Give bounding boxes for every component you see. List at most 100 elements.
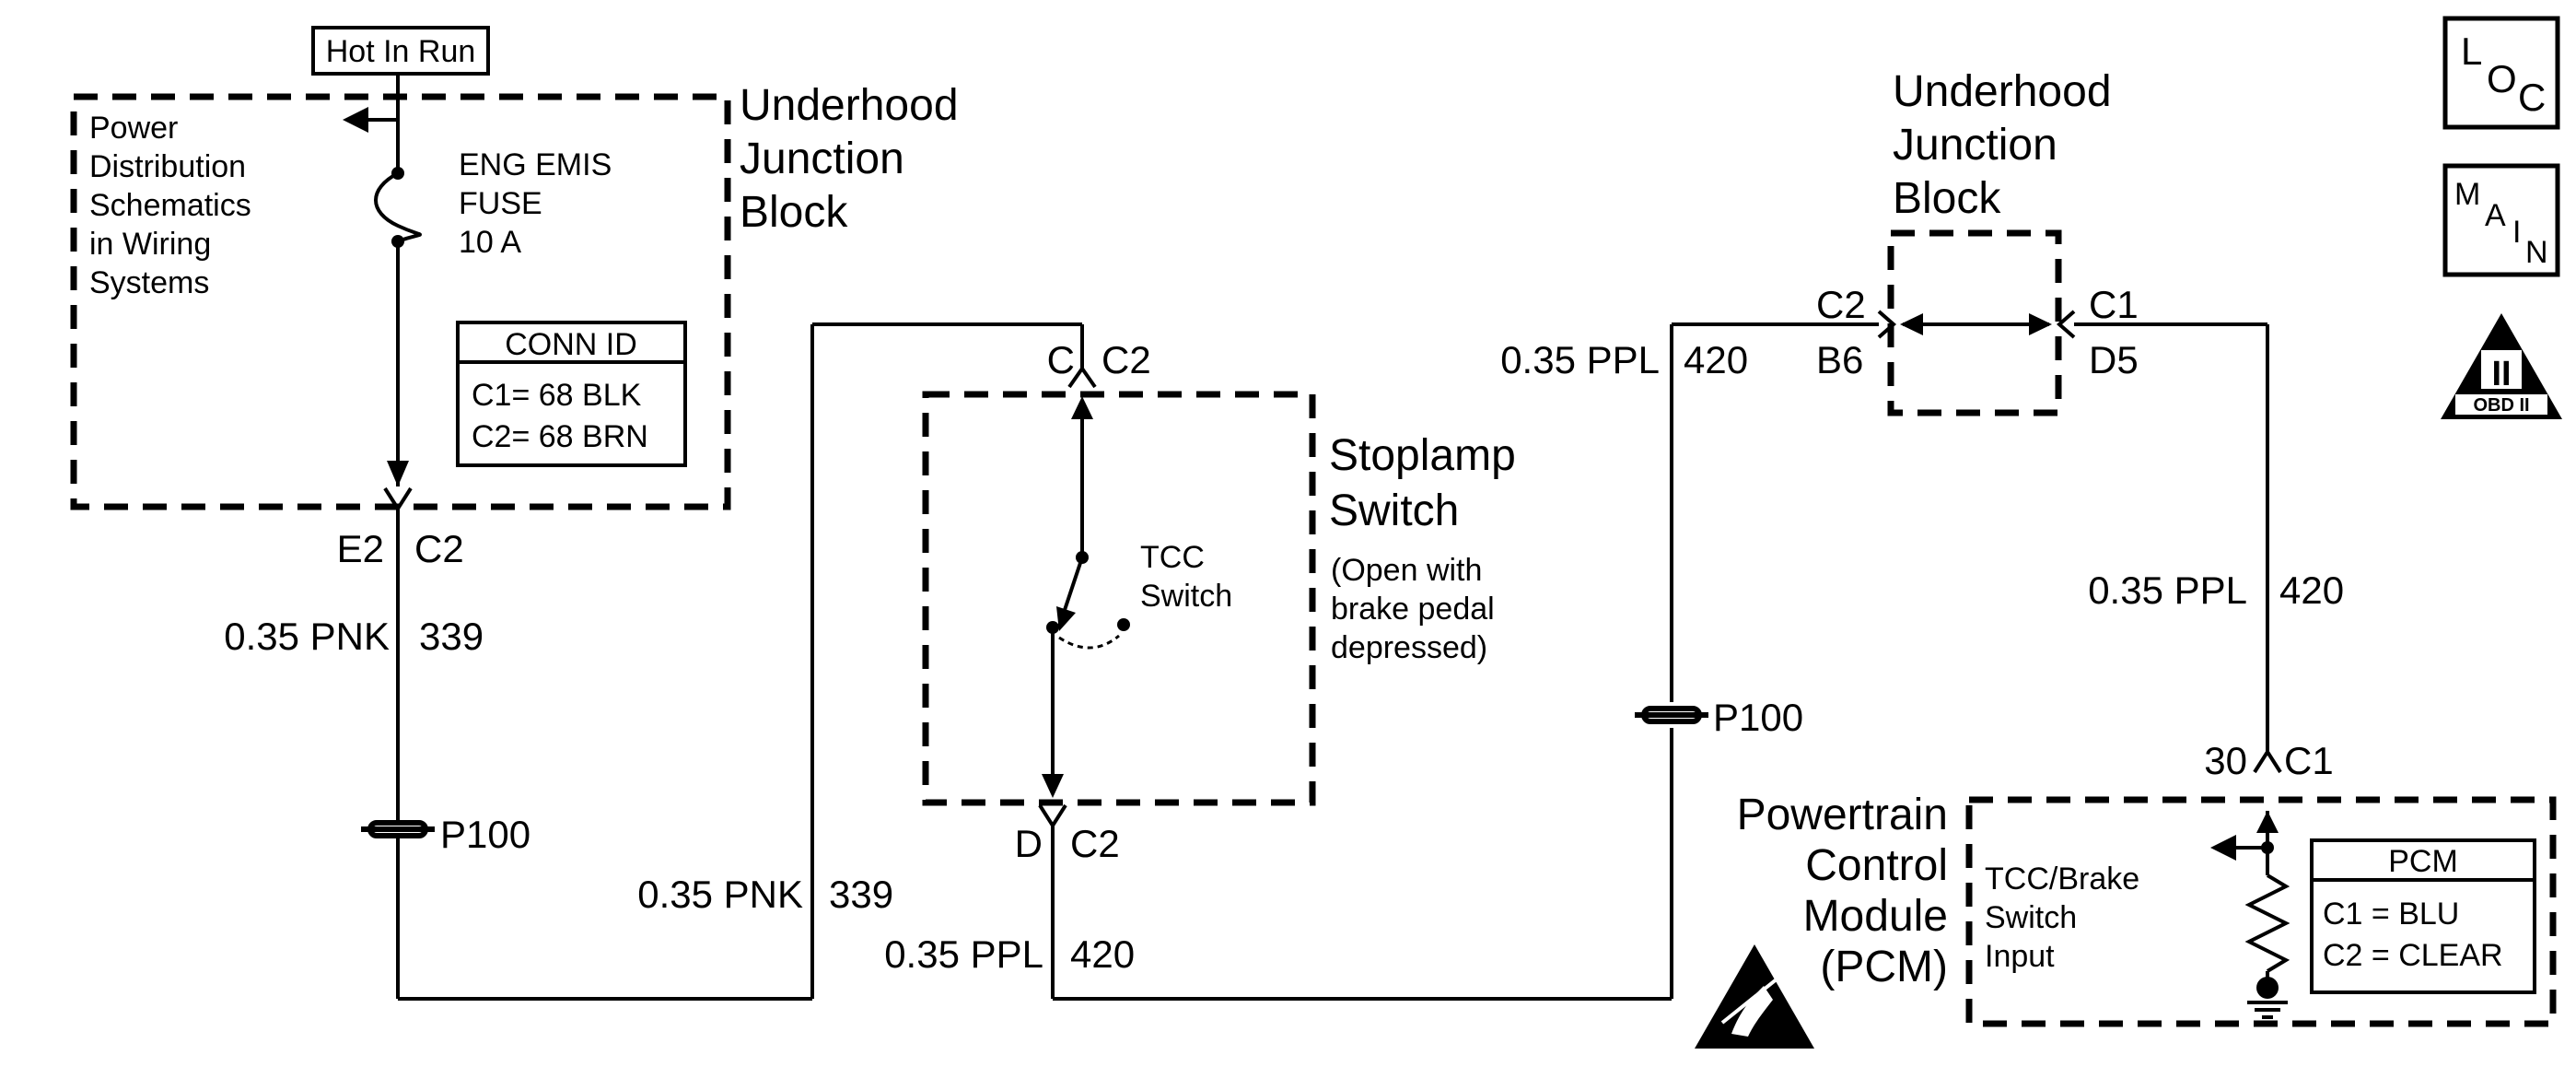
svg-text:TCC/Brake: TCC/Brake <box>1985 861 2139 897</box>
svg-text:FUSE: FUSE <box>459 186 542 221</box>
splice-p100-left: P100 <box>361 813 530 856</box>
stoplamp-switch-label: Stoplamp Switch (Open with brake pedal d… <box>1329 431 1516 665</box>
svg-text:C2: C2 <box>1102 338 1151 381</box>
tcc-switch-label: TCC Switch <box>1140 540 1232 614</box>
svg-text:B6: B6 <box>1816 338 1863 381</box>
svg-text:C2= 68 BRN: C2= 68 BRN <box>472 419 648 454</box>
svg-text:Switch: Switch <box>1140 579 1232 614</box>
down-arrow-icon-switch <box>1042 774 1064 798</box>
svg-text:M: M <box>2454 177 2480 212</box>
svg-text:N: N <box>2525 235 2548 270</box>
svg-text:420: 420 <box>1684 338 1748 381</box>
svg-text:D: D <box>1015 822 1043 865</box>
pcm-internal-circuit <box>2210 811 2290 1019</box>
svg-text:ENG EMIS: ENG EMIS <box>459 147 612 182</box>
pcm-input-label: TCC/Brake Switch Input <box>1985 861 2139 974</box>
switch-arrow-icon <box>1056 606 1076 631</box>
svg-text:339: 339 <box>419 615 484 658</box>
svg-text:Switch: Switch <box>1329 486 1459 535</box>
svg-text:Stoplamp: Stoplamp <box>1329 431 1516 480</box>
svg-text:O: O <box>2487 57 2517 100</box>
svg-text:Power: Power <box>89 111 178 146</box>
wire-420-label-upper: 0.35 PPL 420 <box>1500 338 1748 381</box>
svg-text:0.35 PPL: 0.35 PPL <box>2088 568 2247 612</box>
connector-30-c1: 30 C1 <box>2204 739 2333 782</box>
loc-icon[interactable]: L O C <box>2442 16 2560 130</box>
svg-text:L: L <box>2461 29 2482 73</box>
svg-text:C1= 68 BLK: C1= 68 BLK <box>472 378 642 413</box>
underhood-junction-block-left <box>70 93 731 510</box>
svg-text:420: 420 <box>2279 568 2344 612</box>
svg-text:Control: Control <box>1805 841 1948 890</box>
power-distribution-reference: Power Distribution Schematics in Wiring … <box>89 111 251 300</box>
svg-text:PCM: PCM <box>2388 844 2458 879</box>
pcm-label: Powertrain Control Module (PCM) <box>1737 791 1948 991</box>
fuse-label: ENG EMIS FUSE 10 A <box>459 147 612 260</box>
svg-text:Systems: Systems <box>89 265 209 300</box>
svg-text:Hot In Run: Hot In Run <box>326 34 476 69</box>
connector-c-c2-top: C C2 <box>1047 338 1151 389</box>
connector-e2-c2: E2 C2 <box>337 486 464 570</box>
wire-339-label-left: 0.35 PNK 339 <box>224 615 484 658</box>
svg-text:II: II <box>2491 355 2511 393</box>
pcm-box <box>1965 796 2557 1027</box>
svg-text:0.35 PNK: 0.35 PNK <box>637 873 803 916</box>
svg-text:A: A <box>2485 198 2506 233</box>
svg-text:Module: Module <box>1803 892 1948 941</box>
svg-text:E2: E2 <box>337 527 384 570</box>
switch-contact-open <box>1117 618 1130 631</box>
ujb-right-label: Underhood Junction Block <box>1893 67 2112 223</box>
svg-text:(PCM): (PCM) <box>1820 943 1948 991</box>
stoplamp-switch-box <box>922 391 1316 806</box>
wire-339-label-mid: 0.35 PNK 339 <box>637 873 893 916</box>
esd-warning-icon <box>1695 944 1814 1049</box>
power-arrow-icon <box>343 107 398 133</box>
svg-text:C2: C2 <box>1070 822 1120 865</box>
wire-420-label-bottom: 0.35 PPL 420 <box>884 932 1135 976</box>
wire-420-label-right: 0.35 PPL 420 <box>2088 568 2344 612</box>
svg-text:30: 30 <box>2204 739 2247 782</box>
obd-ii-icon[interactable]: II OBD II <box>2441 313 2562 419</box>
svg-text:D5: D5 <box>2089 338 2139 381</box>
main-icon[interactable]: M A I N <box>2442 163 2560 277</box>
svg-text:C: C <box>2518 76 2546 119</box>
svg-text:depressed): depressed) <box>1331 630 1487 665</box>
svg-text:Switch: Switch <box>1985 900 2077 935</box>
connector-c2-b6: C2 B6 <box>1816 283 1897 381</box>
ujb-internal-link <box>1900 313 2052 335</box>
svg-text:Input: Input <box>1985 939 2055 974</box>
svg-text:TCC: TCC <box>1140 540 1205 575</box>
svg-text:C1: C1 <box>2284 739 2334 782</box>
hot-in-run-label: Hot In Run <box>311 26 490 76</box>
underhood-junction-block-right <box>1887 229 2062 416</box>
svg-text:CONN ID: CONN ID <box>505 327 637 362</box>
svg-text:Underhood: Underhood <box>1893 67 2112 116</box>
svg-text:420: 420 <box>1070 932 1135 976</box>
svg-text:10 A: 10 A <box>459 225 521 260</box>
svg-text:Junction: Junction <box>1893 121 2057 170</box>
svg-text:Underhood: Underhood <box>740 81 959 130</box>
svg-text:Junction: Junction <box>740 135 904 183</box>
svg-text:0.35 PNK: 0.35 PNK <box>224 615 390 658</box>
svg-text:0.35 PPL: 0.35 PPL <box>1500 338 1660 381</box>
svg-text:OBD II: OBD II <box>2473 395 2529 416</box>
svg-text:P100: P100 <box>1713 696 1803 739</box>
svg-text:brake pedal: brake pedal <box>1331 592 1495 627</box>
svg-text:(Open with: (Open with <box>1331 553 1482 588</box>
svg-text:0.35 PPL: 0.35 PPL <box>884 932 1043 976</box>
connector-d-c2-bottom: D C2 <box>1015 803 1120 865</box>
svg-text:C2: C2 <box>414 527 464 570</box>
svg-text:C1 = BLU: C1 = BLU <box>2323 897 2459 932</box>
svg-text:Powertrain: Powertrain <box>1737 791 1948 839</box>
connector-c1-d5: C1 D5 <box>2056 283 2139 381</box>
svg-text:C2: C2 <box>1816 283 1866 326</box>
pcm-conn-table: PCM C1 = BLU C2 = CLEAR <box>2310 838 2536 994</box>
svg-text:Distribution: Distribution <box>89 149 246 184</box>
down-arrow-icon <box>387 461 409 486</box>
svg-text:I: I <box>2512 215 2521 250</box>
svg-text:P100: P100 <box>440 813 530 856</box>
switch-travel-arc <box>1058 634 1120 650</box>
svg-text:339: 339 <box>829 873 893 916</box>
splice-p100-mid: P100 <box>1635 696 1803 739</box>
